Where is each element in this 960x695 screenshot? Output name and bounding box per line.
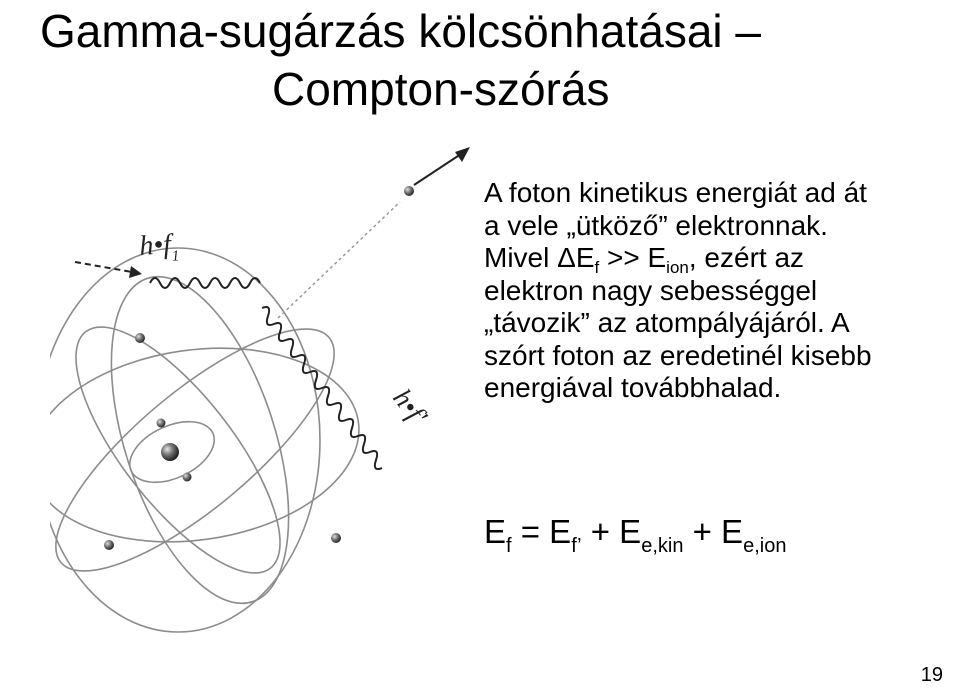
ejected-electron	[404, 186, 414, 196]
ejected-electron-trajectory	[277, 147, 470, 319]
slide-title-line-1: Gamma-sugárzás kölcsönhatásai –	[40, 5, 761, 57]
explanation-line: elektron nagy sebességgel	[484, 274, 818, 306]
explanation-line: a vele „ütköző” elektronnak.	[484, 209, 828, 241]
electron	[182, 472, 192, 482]
explanation-line: energiával továbbhalad.	[484, 372, 782, 403]
explanation-line: „távozik” az atompályájáról. A	[484, 307, 850, 338]
scattered-photon-label: h•f'	[387, 383, 434, 431]
orbit-diagonal-1	[55, 328, 335, 572]
explanation-line-delta: Mivel ΔEf >> Eion, ezért az	[484, 242, 805, 277]
explanation-line: A foton kinetikus energiát ad át	[484, 177, 867, 208]
electron	[331, 533, 341, 543]
orbit-horizontal	[50, 347, 360, 543]
electron	[135, 333, 145, 343]
orbit-outer	[50, 247, 321, 633]
electron	[156, 418, 166, 428]
electron	[104, 540, 114, 550]
compton-scattering-diagram: h•f1 h•f'	[50, 147, 470, 633]
explanation-line: szórt foton az eredetinél kisebb	[484, 339, 872, 371]
nucleus	[161, 443, 179, 461]
page-number: 19	[920, 664, 943, 686]
orbit-vertical	[110, 275, 290, 605]
electrons	[104, 186, 414, 550]
slide-title-line-2: Compton-szórás	[272, 63, 610, 115]
scattered-photon-wave	[261, 306, 383, 470]
atom-orbits	[50, 247, 360, 633]
orbit-diagonal-2	[75, 326, 281, 574]
incoming-photon-label: h•f1	[138, 228, 180, 267]
energy-balance-formula: Ef = Ef’ + Ee,kin + Ee,ion	[484, 513, 787, 557]
explanation-text: A foton kinetikus energiát ad át a vele …	[484, 177, 954, 405]
incoming-photon-arrow	[74, 261, 142, 278]
incoming-photon-wave	[149, 277, 261, 289]
